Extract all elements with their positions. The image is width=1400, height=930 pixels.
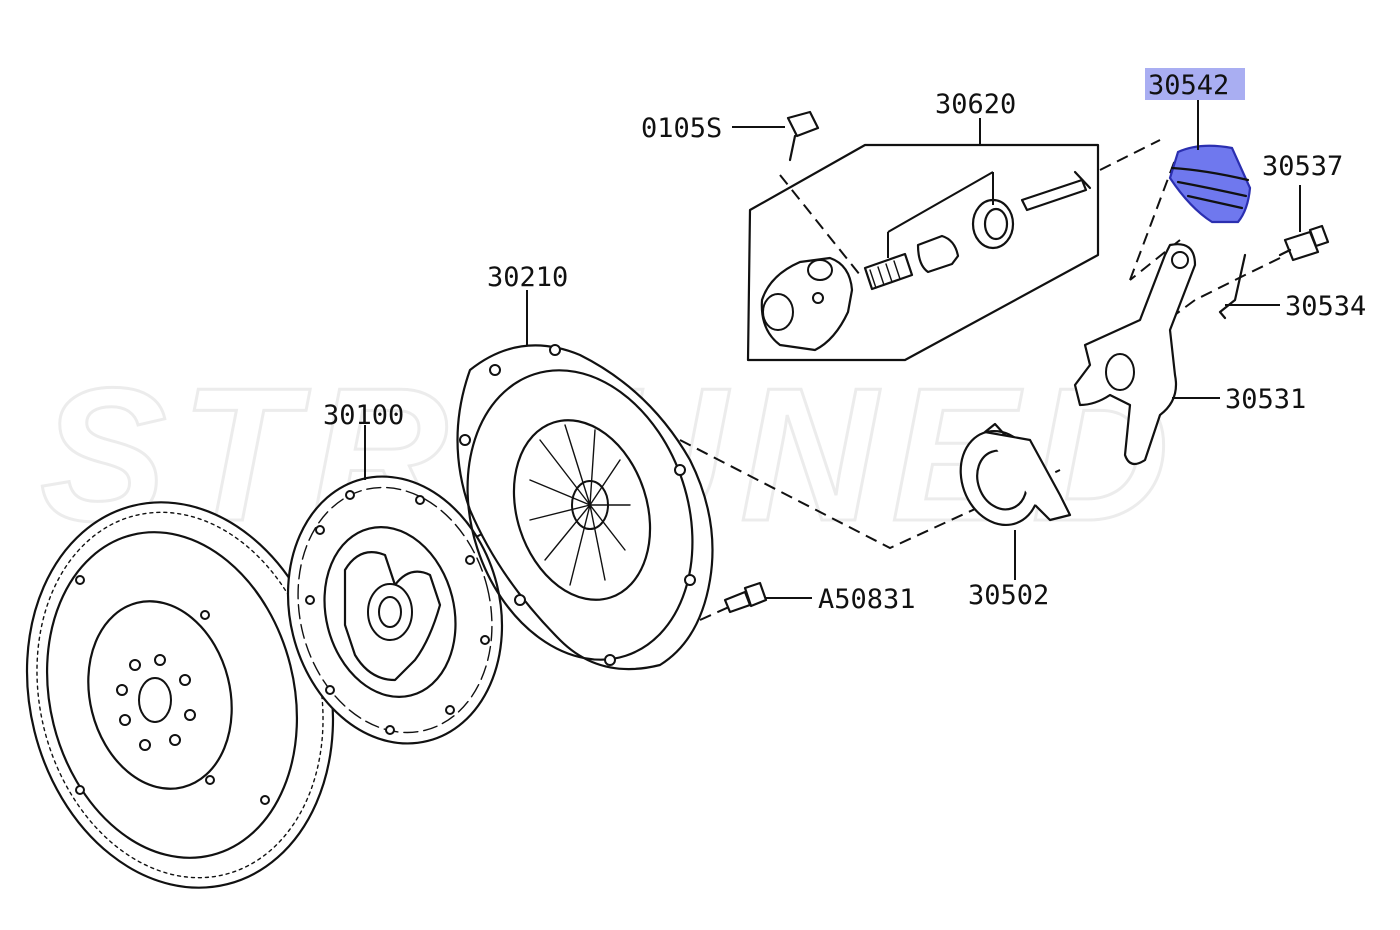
leader-lines — [364, 100, 1301, 599]
label-30531: 30531 — [1225, 384, 1306, 415]
label-30502: 30502 — [968, 580, 1049, 611]
flywheel — [25, 501, 335, 889]
part-labels: 0105S 30620 30542 30537 30534 30531 3021… — [323, 70, 1366, 615]
label-30537: 30537 — [1262, 151, 1343, 182]
label-30620: 30620 — [935, 89, 1016, 120]
release-fork — [1073, 243, 1197, 466]
bleeder-screw — [1278, 224, 1330, 262]
boot-highlighted — [1168, 144, 1252, 224]
label-30210: 30210 — [487, 262, 568, 293]
clutch-cover — [456, 344, 714, 671]
label-30542: 30542 — [1148, 70, 1229, 101]
label-30100: 30100 — [323, 400, 404, 431]
clutch-disc — [286, 475, 504, 745]
slave-cylinder-assembly — [746, 143, 1100, 362]
label-0105s: 0105S — [641, 113, 722, 144]
highlight-box — [1145, 68, 1245, 100]
label-a50831: A50831 — [818, 584, 916, 615]
label-30534: 30534 — [1285, 291, 1366, 322]
release-bearing — [959, 422, 1072, 527]
top-bolt — [786, 110, 820, 162]
cover-bolt — [723, 581, 768, 614]
